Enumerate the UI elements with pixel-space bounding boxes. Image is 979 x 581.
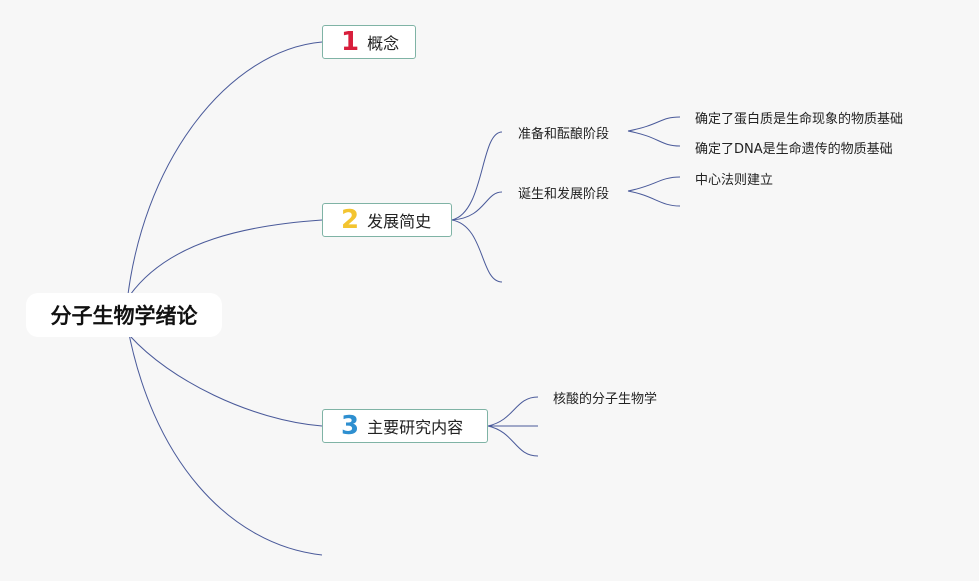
link-sub1-leaf2 <box>627 130 681 147</box>
link-sub1-leaf1 <box>627 116 681 132</box>
subtopic-nucleic-acid[interactable]: 核酸的分子生物学 <box>553 392 658 407</box>
link-root-topic4 <box>125 317 323 556</box>
topic-label: 发展简史 <box>367 212 432 231</box>
link-root-topic1 <box>125 41 323 313</box>
link-topic3-sub3 <box>487 425 539 457</box>
link-topic3-sub1 <box>487 396 539 427</box>
number-two-icon: 2 <box>341 205 360 235</box>
leaf-protein-basis[interactable]: 确定了蛋白质是生命现象的物质基础 <box>695 112 904 127</box>
topic-research[interactable]: 3 主要研究内容 <box>322 409 488 443</box>
root-node[interactable]: 分子生物学绪论 <box>26 293 222 337</box>
subtopic-birth-development[interactable]: 诞生和发展阶段 <box>518 187 610 202</box>
subtopic-preparation[interactable]: 准备和酝酿阶段 <box>518 127 610 142</box>
link-topic2-sub2 <box>451 191 503 221</box>
topic-history[interactable]: 2 发展简史 <box>322 203 452 237</box>
link-topic2-sub3 <box>451 219 503 283</box>
number-three-icon: 3 <box>341 411 360 441</box>
topic-label: 主要研究内容 <box>367 418 464 437</box>
number-one-icon: 1 <box>341 27 360 57</box>
link-sub2-leaf1 <box>627 176 681 192</box>
link-root-topic3 <box>129 335 323 427</box>
topic-label: 概念 <box>367 34 400 53</box>
link-topic2-sub1 <box>451 131 503 221</box>
link-root-topic2 <box>129 219 323 296</box>
leaf-central-dogma[interactable]: 中心法则建立 <box>695 173 774 188</box>
leaf-dna-basis[interactable]: 确定了DNA是生命遗传的物质基础 <box>695 142 893 157</box>
root-label: 分子生物学绪论 <box>50 304 198 328</box>
topic-concept[interactable]: 1 概念 <box>322 25 416 59</box>
link-sub2-leaf2 <box>627 190 681 207</box>
